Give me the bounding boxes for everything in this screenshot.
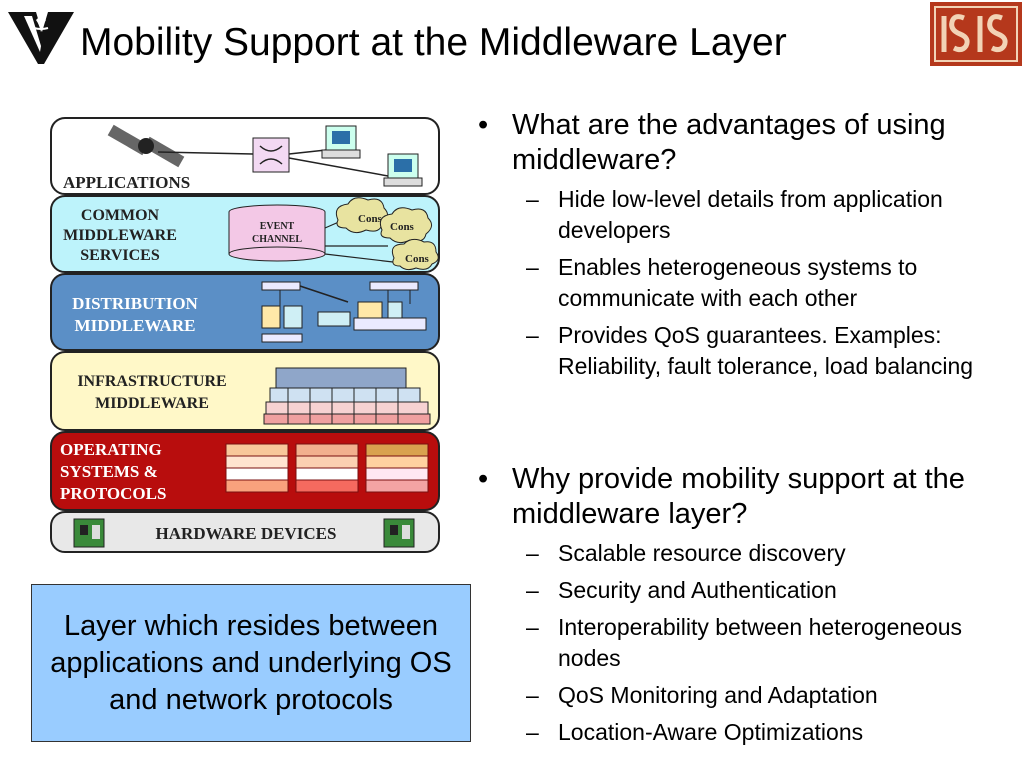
dash-marker: – <box>526 254 539 280</box>
bullet-text: What are the advantages of using middlew… <box>512 109 946 176</box>
advantages-bullet-list: • What are the advantages of using middl… <box>478 108 1018 382</box>
sub-bullet-item: – Scalable resource discovery <box>478 538 1018 569</box>
dash-marker: – <box>526 186 539 212</box>
bullet-marker: • <box>478 109 489 141</box>
event-channel-label: EVENT <box>260 221 295 232</box>
cons-label: Cons <box>390 221 415 233</box>
sub-bullet-item: – Enables heterogeneous systems to commu… <box>478 252 1018 314</box>
sub-bullet-text: Scalable resource discovery <box>558 540 846 566</box>
dash-marker: – <box>526 682 539 708</box>
dash-marker: – <box>526 322 539 348</box>
bullet-marker: • <box>478 463 489 495</box>
infrastructure-blocks-icon <box>263 367 431 425</box>
protocol-stack-icon <box>225 443 429 493</box>
bullet-item: • Why provide mobility support at the mi… <box>478 462 1018 532</box>
distributed-objects-icon <box>261 281 427 343</box>
sub-bullet-item: – Provides QoS guarantees. Examples: Rel… <box>478 320 1018 382</box>
sub-bullet-item: – QoS Monitoring and Adaptation <box>478 680 1018 711</box>
sub-bullet-text: Enables heterogeneous systems to communi… <box>558 254 918 311</box>
middleware-definition-text: Layer which resides between applications… <box>50 609 452 716</box>
consumer-cloud-icon: Cons <box>379 207 432 244</box>
sub-bullet-item: – Hide low-level details from applicatio… <box>478 184 1018 246</box>
sub-bullet-text: Location-Aware Optimizations <box>558 719 864 745</box>
circuit-board-icon <box>73 518 105 548</box>
cons-label: Cons <box>358 213 383 225</box>
sub-bullet-text: Interoperability between heterogeneous n… <box>558 614 963 671</box>
sub-bullet-text: Provides QoS guarantees. Examples: Relia… <box>558 322 974 379</box>
bullet-item: • What are the advantages of using middl… <box>478 108 1018 178</box>
dash-marker: – <box>526 719 539 745</box>
bullet-text: Why provide mobility support at the midd… <box>512 463 965 530</box>
layer-label-applications: APPLICATIONS <box>63 173 190 192</box>
layer-label-hardware: HARDWARE DEVICES <box>156 524 337 543</box>
cons-label: Cons <box>405 253 430 265</box>
consumer-cloud-icon: Cons <box>391 238 439 271</box>
slide-title: Mobility Support at the Middleware Layer <box>80 21 787 64</box>
computer-icon <box>321 125 361 159</box>
mobility-reasons-bullet-list: • Why provide mobility support at the mi… <box>478 462 1018 748</box>
sub-bullet-item: – Security and Authentication <box>478 575 1018 606</box>
switch-icon <box>252 137 290 173</box>
sub-bullet-text: Security and Authentication <box>558 577 837 603</box>
circuit-board-icon <box>383 518 415 548</box>
vanderbilt-logo-icon <box>8 12 74 64</box>
middleware-definition-box: Layer which resides between applications… <box>31 584 471 742</box>
applications-layer: APPLICATIONS <box>50 117 440 195</box>
sub-bullet-item: – Interoperability between heterogeneous… <box>478 612 1018 674</box>
event-channel-label: CHANNEL <box>252 234 302 245</box>
sub-bullet-text: QoS Monitoring and Adaptation <box>558 682 878 708</box>
sub-bullet-text: Hide low-level details from application … <box>558 186 943 243</box>
dash-marker: – <box>526 614 539 640</box>
isis-logo-icon <box>930 2 1022 66</box>
sub-bullet-item: – Location-Aware Optimizations <box>478 717 1018 748</box>
hardware-devices-layer: HARDWARE DEVICES <box>50 511 440 553</box>
dash-marker: – <box>526 577 539 603</box>
dash-marker: – <box>526 540 539 566</box>
event-channel-icon: EVENT CHANNEL <box>228 204 326 262</box>
computer-icon <box>383 153 423 187</box>
